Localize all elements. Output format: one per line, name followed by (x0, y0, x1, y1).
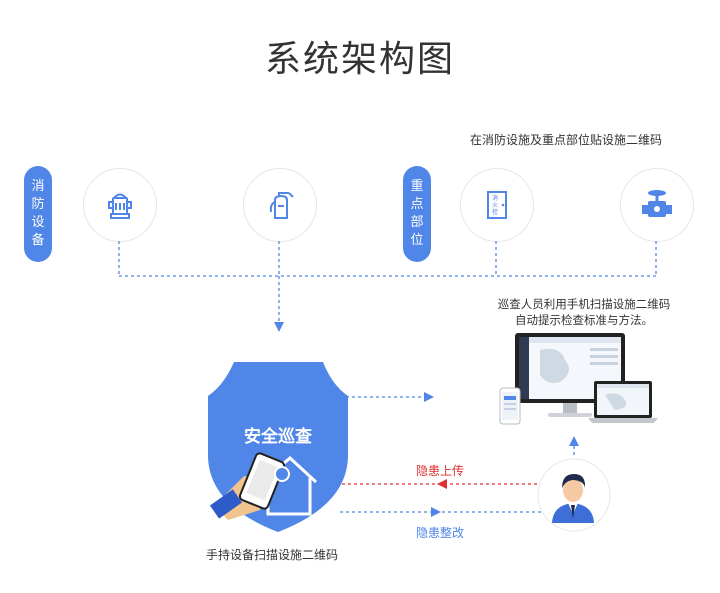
fire-hydrant-circle (83, 168, 157, 242)
hydrant-box-icon: 消 火 栓 (487, 191, 507, 219)
arrow-right-icon (431, 507, 441, 517)
inspector-avatar (537, 458, 611, 532)
hand-phone-icon (209, 452, 290, 520)
handheld-caption: 手持设备扫描设施二维码 (206, 548, 339, 562)
valve-icon (642, 190, 672, 217)
arrow-down-icon (274, 322, 284, 332)
qr-note: 在消防设施及重点部位贴设施二维码 (470, 133, 663, 147)
hazard-fix-label: 隐患整改 (416, 526, 465, 540)
pill-char: 重 (410, 179, 424, 194)
fire-extinguisher-icon (269, 192, 294, 219)
fire-equipment-pill: 消 防 设 备 (24, 166, 52, 262)
arrow-left-icon (437, 479, 447, 489)
shield-label: 安全巡查 (244, 426, 313, 447)
hydrant-box-circle: 消 火 栓 (460, 168, 534, 242)
pill-char: 部 (410, 215, 424, 230)
arrow-up-icon (569, 436, 579, 446)
door-sign-char: 消 (492, 194, 498, 202)
phone-icon (499, 387, 521, 425)
pill-char: 位 (410, 233, 424, 248)
pill-char: 消 (31, 179, 45, 194)
patrol-note: 巡查人员利用手机扫描设施二维码 自动提示检查标准与方法。 (474, 296, 694, 328)
fire-hydrant-icon (108, 193, 132, 219)
patrol-note-line: 巡查人员利用手机扫描设施二维码 (497, 297, 671, 311)
door-sign-char: 火 (492, 202, 498, 209)
hazard-upload-label: 隐患上传 (416, 464, 465, 478)
extinguisher-circle (243, 168, 317, 242)
page-title: 系统架构图 (264, 39, 455, 80)
door-sign-char: 栓 (492, 208, 498, 216)
valve-circle (620, 168, 694, 242)
pill-char: 设 (31, 215, 45, 230)
key-area-pill: 重 点 部 位 (403, 166, 431, 262)
laptop-icon (588, 381, 658, 423)
pill-char: 备 (31, 233, 45, 248)
pill-char: 防 (31, 197, 45, 212)
arrow-right-icon (424, 392, 434, 402)
patrol-note-line: 自动提示检查标准与方法。 (515, 313, 653, 327)
pill-char: 点 (410, 197, 424, 212)
